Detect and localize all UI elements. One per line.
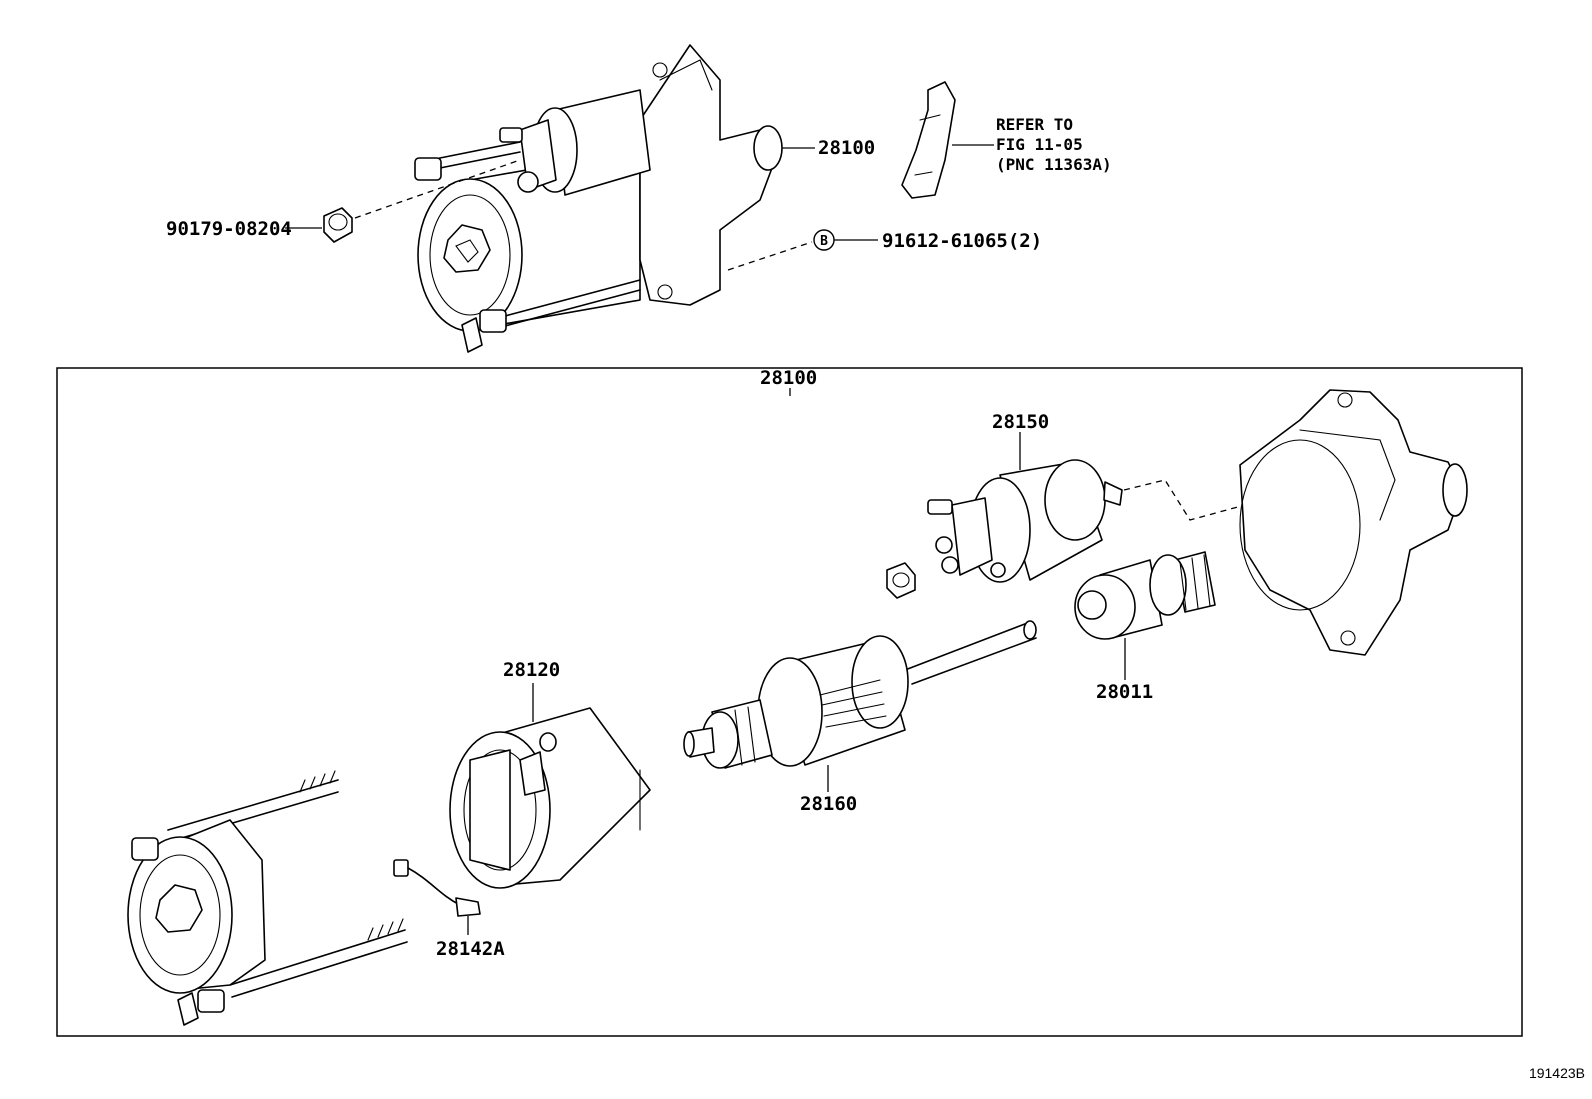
label-solenoid: 28150	[992, 411, 1049, 433]
box-title: 28100	[760, 367, 817, 389]
bolt-marker-letter: B	[820, 234, 828, 249]
solenoid-drawing	[927, 432, 1123, 583]
label-clutch-pinion: 28011	[1096, 681, 1153, 703]
label-yoke: 28120	[503, 659, 560, 681]
starter-assembly-drawing	[414, 44, 783, 353]
brush-drawing	[393, 859, 481, 935]
label-armature: 28160	[800, 793, 857, 815]
refer-line-3: (PNC 11363A)	[996, 155, 1112, 174]
figure-code: 191423B	[1529, 1065, 1585, 1081]
nut-drawing	[285, 159, 521, 243]
label-bolt: 91612-61065(2)	[882, 230, 1042, 252]
components-frame	[56, 367, 1523, 1037]
bracket-drawing	[901, 81, 994, 199]
bolt-marker: B	[727, 229, 878, 271]
armature-drawing	[683, 620, 1037, 792]
label-nut: 90179-08204	[166, 218, 292, 240]
end-frame-drawing	[127, 770, 408, 1026]
refer-line-2: FIG 11-05	[996, 135, 1083, 154]
clutch-pinion-drawing	[1074, 551, 1216, 680]
label-brush: 28142A	[436, 938, 505, 960]
label-starter-assembly: 28100	[818, 137, 875, 159]
refer-line-1: REFER TO	[996, 115, 1073, 134]
solenoid-nut-drawing	[886, 562, 916, 599]
yoke-drawing	[449, 683, 651, 889]
drive-housing-drawing	[1239, 389, 1468, 656]
